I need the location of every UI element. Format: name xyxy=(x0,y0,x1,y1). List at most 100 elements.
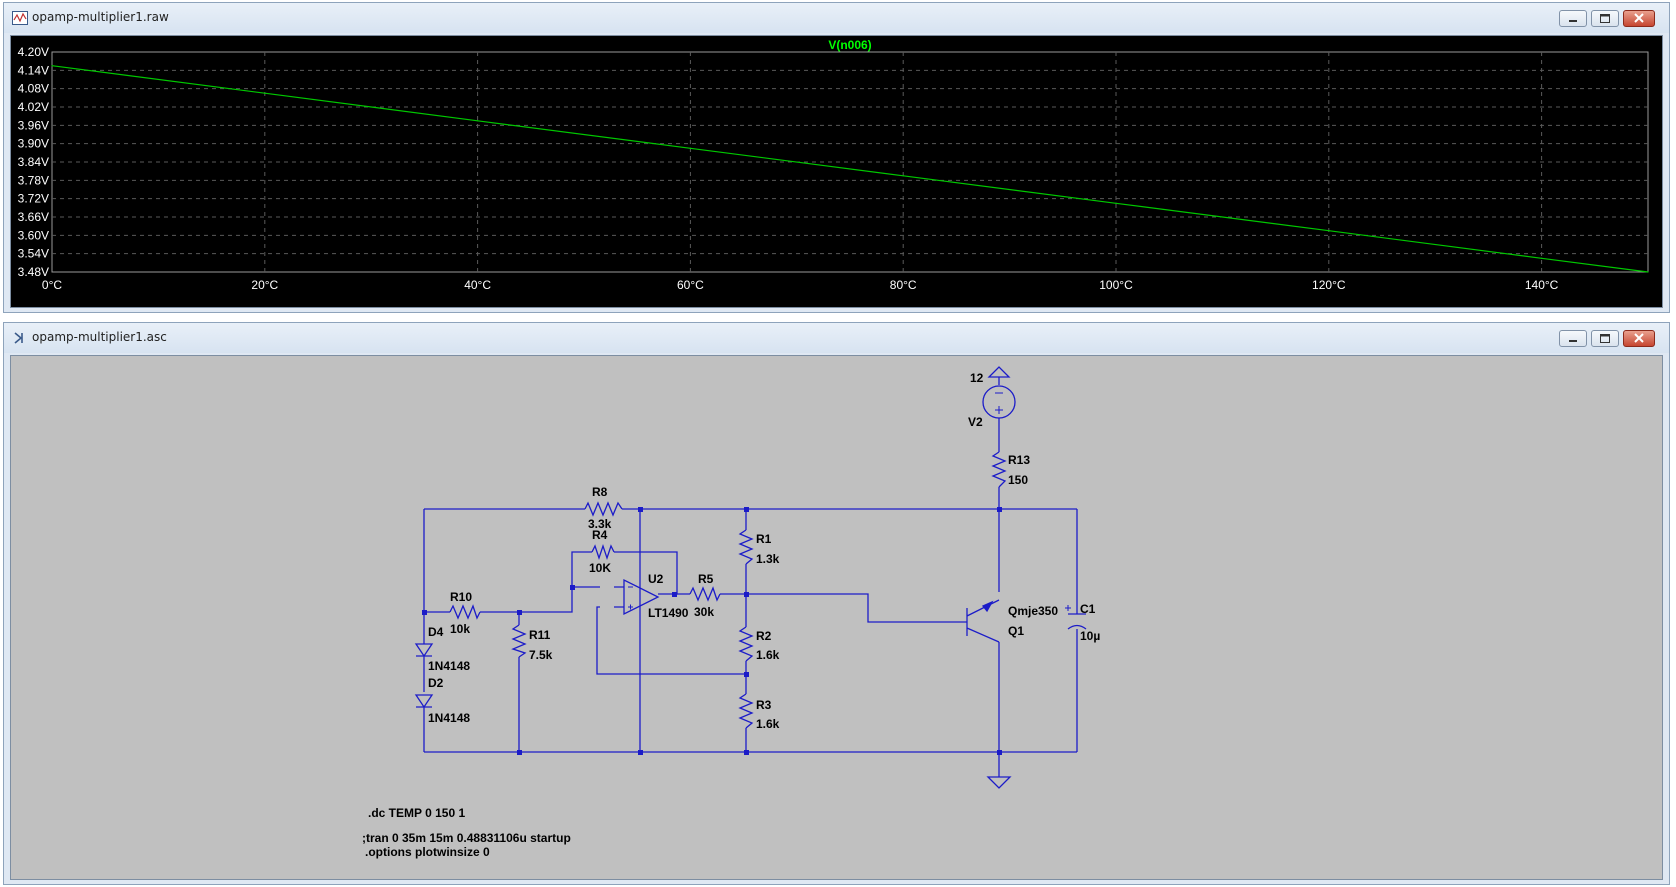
u2-part-label: LT1490 xyxy=(648,606,689,620)
x-tick-label: 40°C xyxy=(464,278,491,292)
close-icon xyxy=(1634,13,1644,23)
y-tick-label: 3.72V xyxy=(18,192,49,206)
spice-directives: .dc TEMP 0 150 1 ;tran 0 35m 15m 0.48831… xyxy=(362,806,571,859)
trace-point xyxy=(902,175,904,177)
schematic-titlebar[interactable]: opamp-multiplier1.asc xyxy=(4,323,1669,353)
circuit xyxy=(414,366,1087,789)
resistor-r1[interactable] xyxy=(738,529,754,565)
resistor-r11[interactable] xyxy=(511,624,527,658)
r1-name-label: R1 xyxy=(756,532,772,546)
trace-label: V(n006) xyxy=(828,38,871,52)
diode-d2[interactable] xyxy=(414,694,434,709)
ground-symbol xyxy=(986,776,1012,789)
resistor-r10[interactable] xyxy=(449,604,481,620)
y-tick-label: 3.96V xyxy=(18,118,49,132)
schematic-window: opamp-multiplier1.asc xyxy=(3,322,1670,885)
d2-part-label: 1N4148 xyxy=(428,711,470,725)
x-tick-label: 80°C xyxy=(890,278,917,292)
waveform-window-title: opamp-multiplier1.raw xyxy=(32,10,169,24)
r5-name-label: R5 xyxy=(698,572,714,586)
restore-button[interactable] xyxy=(1591,10,1619,27)
schematic-svg[interactable]: 12 V2 R13 150 R8 3.3k R4 10K U2 LT1490 R… xyxy=(11,356,1664,881)
schematic-window-title: opamp-multiplier1.asc xyxy=(32,330,167,344)
diode-d4[interactable] xyxy=(414,643,434,658)
minimize-button[interactable] xyxy=(1559,10,1587,27)
y-tick-label: 3.54V xyxy=(18,247,49,261)
y-tick-label: 3.84V xyxy=(18,155,49,169)
x-tick-label: 140°C xyxy=(1525,278,1559,292)
schematic-canvas[interactable]: 12 V2 R13 150 R8 3.3k R4 10K U2 LT1490 R… xyxy=(10,355,1663,880)
waveform-titlebar[interactable]: opamp-multiplier1.raw xyxy=(4,3,1669,33)
directive-dc[interactable]: .dc TEMP 0 150 1 xyxy=(368,806,465,820)
close-icon xyxy=(1634,333,1644,343)
restore-button[interactable] xyxy=(1591,330,1619,347)
plot-svg[interactable]: 3.48V3.54V3.60V3.66V3.72V3.78V3.84V3.90V… xyxy=(11,36,1664,309)
resistor-r13[interactable] xyxy=(991,451,1007,488)
trace-point xyxy=(1328,230,1330,232)
r2-name-label: R2 xyxy=(756,629,772,643)
c1-name-label: C1 xyxy=(1080,602,1096,616)
restore-icon xyxy=(1600,14,1610,23)
r4-name-label: R4 xyxy=(592,528,608,542)
y-tick-label: 3.48V xyxy=(18,265,49,279)
y-tick-label: 4.02V xyxy=(18,100,49,114)
capacitor-c1[interactable] xyxy=(1065,605,1087,630)
q1-model-label: Qmje350 xyxy=(1008,604,1058,618)
y-tick-label: 4.08V xyxy=(18,82,49,96)
opamp-u2[interactable] xyxy=(614,578,674,616)
trace-point xyxy=(477,120,479,122)
voltage-source-v2[interactable] xyxy=(982,366,1016,419)
transistor-q1[interactable] xyxy=(966,599,1000,643)
x-tick-label: 60°C xyxy=(677,278,704,292)
x-tick-label: 100°C xyxy=(1099,278,1133,292)
directive-options[interactable]: .options plotwinsize 0 xyxy=(365,845,490,859)
y-tick-label: 4.14V xyxy=(18,63,49,77)
d4-name-label: D4 xyxy=(428,625,444,639)
wires xyxy=(423,377,1078,777)
r11-value-label: 7.5k xyxy=(529,648,553,662)
r13-value-label: 150 xyxy=(1008,473,1028,487)
directive-tran[interactable]: ;tran 0 35m 15m 0.48831106u startup xyxy=(362,831,571,845)
x-tick-label: 20°C xyxy=(251,278,278,292)
trace-line xyxy=(51,65,1649,273)
r8-value-label: 3.3k xyxy=(588,517,612,531)
component-labels: 12 V2 R13 150 R8 3.3k R4 10K U2 LT1490 R… xyxy=(428,371,1100,731)
trace-point xyxy=(1647,271,1649,273)
close-button[interactable] xyxy=(1623,10,1655,27)
resistor-r2[interactable] xyxy=(738,626,754,662)
r1-value-label: 1.3k xyxy=(756,552,780,566)
d4-part-label: 1N4148 xyxy=(428,659,470,673)
resistor-r8[interactable] xyxy=(584,501,623,517)
q1-name-label: Q1 xyxy=(1008,624,1024,638)
r10-name-label: R10 xyxy=(450,590,472,604)
y-tick-label: 3.60V xyxy=(18,228,49,242)
x-tick-label: 0°C xyxy=(42,278,62,292)
x-tick-label: 120°C xyxy=(1312,278,1346,292)
y-tick-label: 3.78V xyxy=(18,173,49,187)
d2-name-label: D2 xyxy=(428,676,444,690)
v2-name-label: V2 xyxy=(968,415,983,429)
c1-value-label: 10µ xyxy=(1080,629,1100,643)
resistor-r3[interactable] xyxy=(738,693,754,729)
r3-value-label: 1.6k xyxy=(756,717,780,731)
close-button[interactable] xyxy=(1623,330,1655,347)
trace-point xyxy=(1541,257,1543,259)
r10-value-label: 10k xyxy=(450,622,470,636)
trace-point xyxy=(689,147,692,149)
u2-name-label: U2 xyxy=(648,572,664,586)
v2-value-label: 12 xyxy=(970,371,984,385)
minimize-button[interactable] xyxy=(1559,330,1587,347)
resistor-r5[interactable] xyxy=(689,586,721,602)
restore-icon xyxy=(1600,334,1610,343)
trace-point xyxy=(264,92,266,94)
y-tick-label: 3.90V xyxy=(18,137,49,151)
trace-point xyxy=(1115,202,1117,204)
minimize-icon xyxy=(1569,20,1577,22)
resistor-r4[interactable] xyxy=(591,543,615,561)
minimize-icon xyxy=(1569,340,1577,342)
plot-frame xyxy=(51,51,1649,273)
y-tick-label: 4.20V xyxy=(18,45,49,59)
junction-dots xyxy=(422,507,1002,755)
